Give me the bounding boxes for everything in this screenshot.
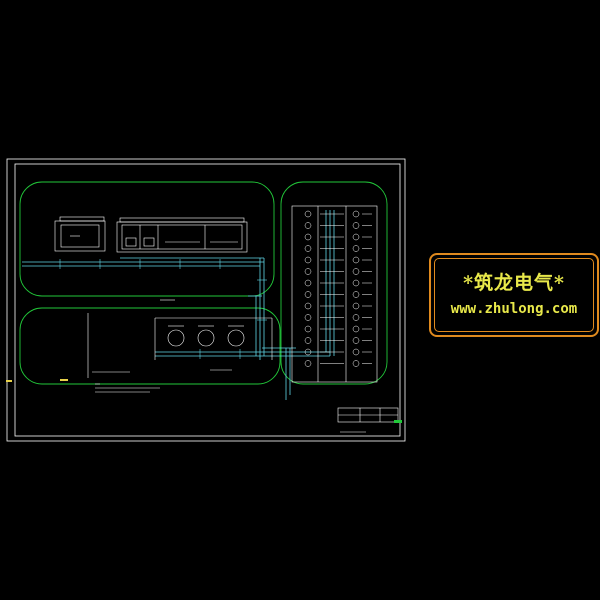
schedule-row — [304, 302, 372, 310]
zone-label-marker — [60, 379, 68, 381]
schedule-row — [304, 222, 372, 229]
watermark-inner-frame: *筑龙电气* www.zhulong.com — [434, 258, 594, 332]
pipe-ticks — [59, 259, 267, 359]
north-marker — [394, 420, 402, 423]
equipment-unit-1 — [167, 329, 185, 347]
schedule-row — [304, 256, 372, 264]
outer-sheet-frame — [6, 158, 406, 442]
building-small — [54, 216, 106, 252]
schedule-row — [304, 360, 372, 367]
zone-boundaries — [19, 181, 388, 385]
schedule-row — [304, 348, 372, 356]
equipment-unit-2 — [197, 329, 215, 347]
watermark-logo: *筑龙电气* www.zhulong.com — [429, 253, 599, 337]
schedule-row — [304, 279, 372, 287]
schedule-row — [304, 314, 372, 321]
zone-right — [280, 181, 388, 385]
zone-bottom-left — [19, 307, 281, 385]
inner-sheet-frame — [14, 163, 401, 437]
schedule-row — [304, 291, 372, 298]
schedule-row — [304, 210, 372, 218]
left-marker — [6, 380, 12, 382]
notes-area — [95, 383, 160, 393]
schedule-row — [304, 233, 372, 241]
schedule-row — [304, 325, 372, 333]
building-long — [116, 217, 248, 253]
schedule-row — [304, 337, 372, 344]
schedule-row — [304, 268, 372, 275]
schedule-panel — [291, 205, 378, 383]
schedule-rows — [304, 210, 372, 367]
watermark-title: *筑龙电气* — [463, 272, 565, 294]
watermark-url: www.zhulong.com — [450, 301, 578, 317]
zone-top-left — [19, 181, 275, 297]
schedule-row — [304, 245, 372, 252]
pipe-network — [22, 210, 335, 400]
equipment-plan — [87, 299, 273, 378]
title-block — [337, 407, 399, 433]
equipment-unit-3 — [227, 329, 245, 347]
